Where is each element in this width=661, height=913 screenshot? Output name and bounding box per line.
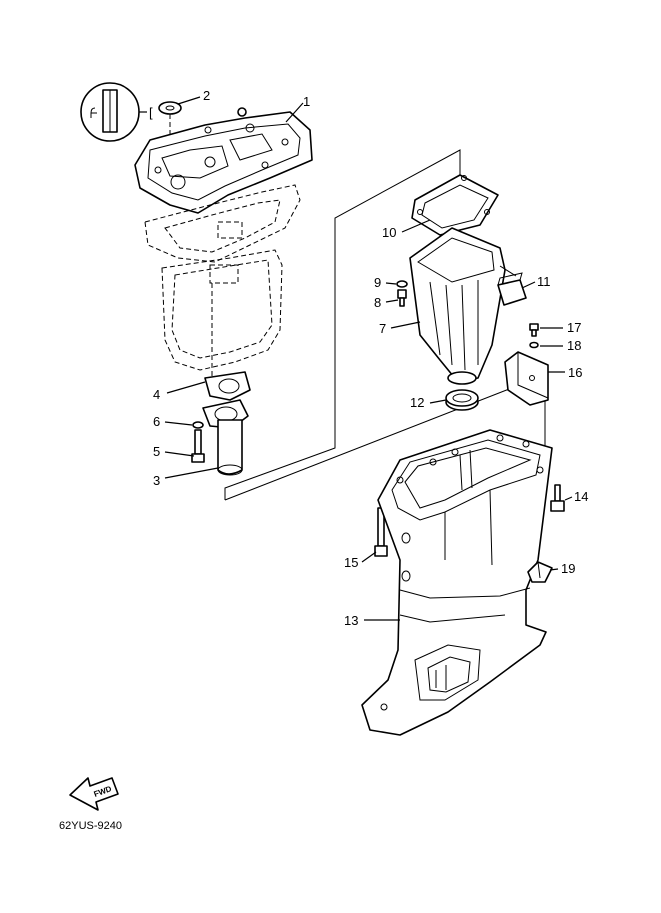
callout-labels: 1 2 3 4 5 6 7 8 9 10 11 12 13 14 15 16 1…	[153, 88, 588, 628]
leader-lines	[164, 96, 573, 621]
part-19-clip	[527, 561, 553, 583]
callout-1: 1	[303, 94, 310, 109]
callout-3: 3	[153, 473, 160, 488]
fwd-arrow-icon: FWD	[69, 777, 119, 811]
part-11-rubber-mount	[497, 265, 527, 306]
part-16-plate	[504, 351, 549, 406]
diagram-code: 62YUS-9240	[59, 820, 122, 832]
part-5-bolt	[191, 429, 205, 463]
callout-9: 9	[374, 275, 381, 290]
grease-symbol-icon: [	[80, 82, 153, 142]
upper-gasket	[144, 184, 301, 263]
callout-6: 6	[153, 414, 160, 429]
part-14-bolt	[550, 484, 565, 512]
callout-13: 13	[344, 613, 358, 628]
callout-14: 14	[574, 489, 588, 504]
part-1-upper-casing	[134, 107, 313, 214]
callout-19: 19	[561, 561, 575, 576]
part-9-washer	[396, 280, 408, 288]
callout-8: 8	[374, 295, 381, 310]
callout-11: 11	[537, 274, 551, 289]
part-17-bolt	[529, 323, 539, 337]
part-7-muffler	[409, 227, 506, 385]
callout-10: 10	[382, 225, 396, 240]
callout-15: 15	[344, 555, 358, 570]
part-3-exhaust-guide	[202, 399, 249, 476]
callout-17: 17	[567, 320, 581, 335]
callout-2: 2	[203, 88, 210, 103]
svg-text:[: [	[149, 105, 153, 120]
callout-4: 4	[153, 387, 160, 402]
part-10-gasket	[411, 174, 499, 236]
part-8-bolt	[397, 289, 407, 307]
callout-7: 7	[379, 321, 386, 336]
part-13-drive-shaft-housing	[361, 429, 553, 736]
part-12-seal-ring	[445, 389, 479, 411]
callout-16: 16	[568, 365, 582, 380]
oil-pan-housing	[161, 249, 283, 380]
callout-18: 18	[567, 338, 581, 353]
part-4-gasket	[204, 371, 251, 401]
part-6-washer	[192, 421, 204, 429]
part-18-washer	[529, 341, 539, 349]
callout-5: 5	[153, 444, 160, 459]
callout-12: 12	[410, 395, 424, 410]
